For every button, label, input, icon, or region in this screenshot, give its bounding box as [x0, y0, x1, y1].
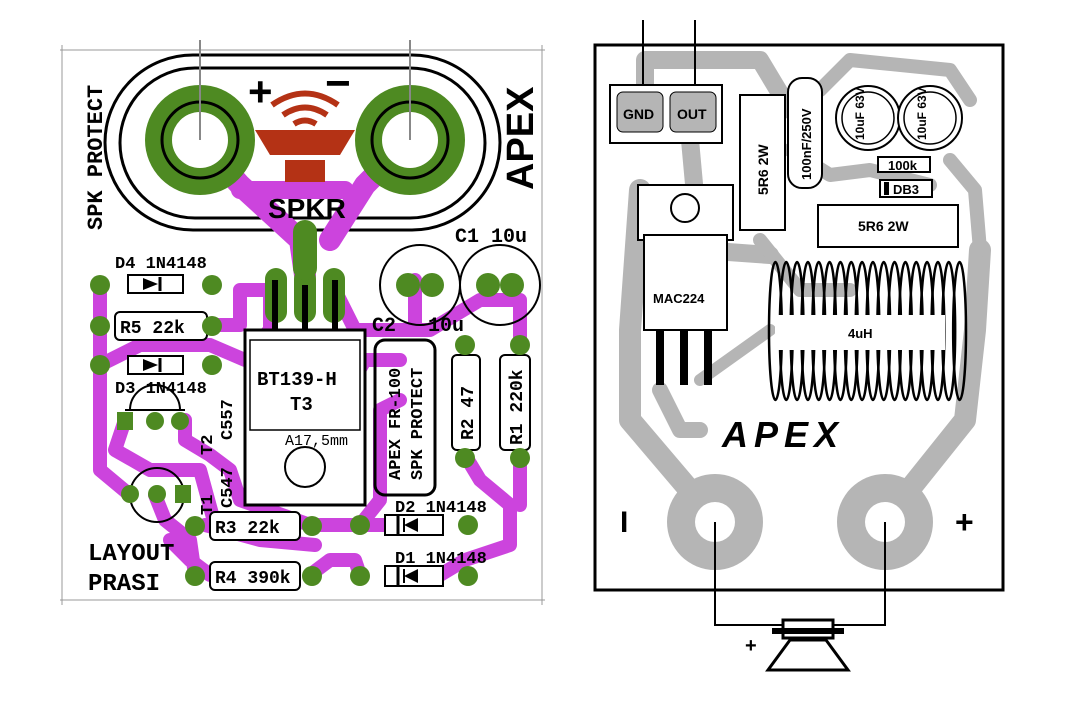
module-label-1: APEX FR-100	[387, 368, 406, 480]
brand-vertical: APEX	[500, 86, 542, 190]
speaker-pads	[145, 40, 465, 195]
film-cap-label: 100nF/250V	[799, 108, 814, 180]
triac-label: BT139-H	[257, 369, 337, 391]
r1-label: R1 220k	[508, 369, 528, 445]
resistor-r4: R4 390k	[185, 561, 322, 591]
resistor-5r6-vertical: 5R6 2W	[739, 94, 786, 231]
resistor-100k: 100k	[877, 156, 931, 173]
out-label: OUT	[677, 106, 707, 122]
plus-mark: +	[955, 504, 974, 540]
triac-ref: T3	[290, 394, 313, 416]
transistor-t1: T1 C547	[121, 467, 238, 523]
diac-db3: DB3	[879, 179, 933, 198]
hole-label: A17,5mm	[285, 433, 348, 450]
diode-d2: D2 1N4148	[350, 499, 487, 536]
capacitor-c1: C1 10u C2 10u	[372, 226, 541, 338]
res-100k-label: 100k	[888, 158, 918, 173]
resistor-5r6-horizontal: 5R6 2W	[817, 204, 959, 248]
c1-label: C1 10u	[455, 226, 527, 249]
side-label: SPK PROTECT	[84, 85, 109, 230]
speaker-outline-inner	[118, 66, 487, 220]
speaker-pads-right	[667, 474, 933, 570]
gnd-label: GND	[623, 106, 654, 122]
c2-value: 10u	[428, 315, 464, 338]
cap2-label: 10uF 63V	[915, 87, 929, 140]
triac-mac224: MAC224	[637, 184, 734, 385]
layout-line-1: LAYOUT	[88, 541, 174, 568]
diac-label: DB3	[893, 182, 919, 197]
resistor-r3: R3 22k	[185, 511, 322, 541]
res2-label: 5R6 2W	[858, 218, 909, 234]
grey-traces	[619, 51, 991, 531]
r3-label: R3 22k	[215, 519, 280, 539]
r4-label: R4 390k	[215, 569, 291, 589]
r5-label: R5 22k	[120, 319, 185, 339]
triac-bt139: BT139-H T3 A17,5mm	[243, 220, 367, 507]
r2-label: R2 47	[459, 386, 479, 440]
d3-label: D3 1N4148	[115, 380, 207, 399]
plus-sign: +	[248, 68, 273, 115]
minus-mark: I	[620, 506, 628, 539]
minus-sign: −	[325, 59, 351, 108]
resistor-r2: R2 47	[451, 335, 481, 468]
c2-label: C2	[372, 315, 396, 338]
board-outline	[593, 43, 1005, 592]
speaker-symbol	[765, 618, 851, 672]
diode-d4: D4 1N4148	[90, 255, 222, 295]
d4-label: D4 1N4148	[115, 255, 207, 274]
resistor-r1: R1 220k	[499, 335, 531, 468]
d1-label: D1 1N4148	[395, 550, 487, 569]
layout-line-2: PRASI	[88, 571, 160, 598]
right-board: GND OUT 100nF/250V 5R6 2W 10uF 63V 10uF …	[593, 20, 1005, 672]
speaker-plus: +	[745, 635, 757, 657]
t2-part: C557	[219, 399, 238, 440]
module-box	[373, 338, 437, 497]
t1-part: C547	[219, 467, 238, 508]
brand-right: APEX	[721, 414, 844, 455]
electrolytic-caps: 10uF 63V 10uF 63V	[835, 85, 963, 151]
transistor-t2: T2 C557	[117, 384, 238, 455]
speaker-icon	[255, 90, 355, 182]
res1-label: 5R6 2W	[755, 144, 771, 195]
t2-label: T2	[199, 435, 218, 455]
triac-mac-label: MAC224	[653, 291, 705, 306]
resistor-r5: R5 22k	[90, 311, 222, 341]
left-board: SPK PROTECT APEX + − SPKR BT139-H T3 A17…	[60, 40, 545, 605]
terminal-block: GND OUT	[609, 84, 723, 144]
speaker-label: SPKR	[268, 193, 346, 224]
d2-label: D2 1N4148	[395, 499, 487, 518]
cap1-label: 10uF 63V	[853, 87, 867, 140]
diode-d1: D1 1N4148	[350, 550, 487, 587]
coil-turn	[951, 260, 968, 402]
inductor-label: 4uH	[848, 326, 873, 341]
film-capacitor: 100nF/250V	[787, 77, 823, 189]
diode-d3: D3 1N4148	[90, 355, 222, 399]
t1-label: T1	[199, 495, 218, 515]
module-label-2: SPK PROTECT	[409, 368, 428, 480]
